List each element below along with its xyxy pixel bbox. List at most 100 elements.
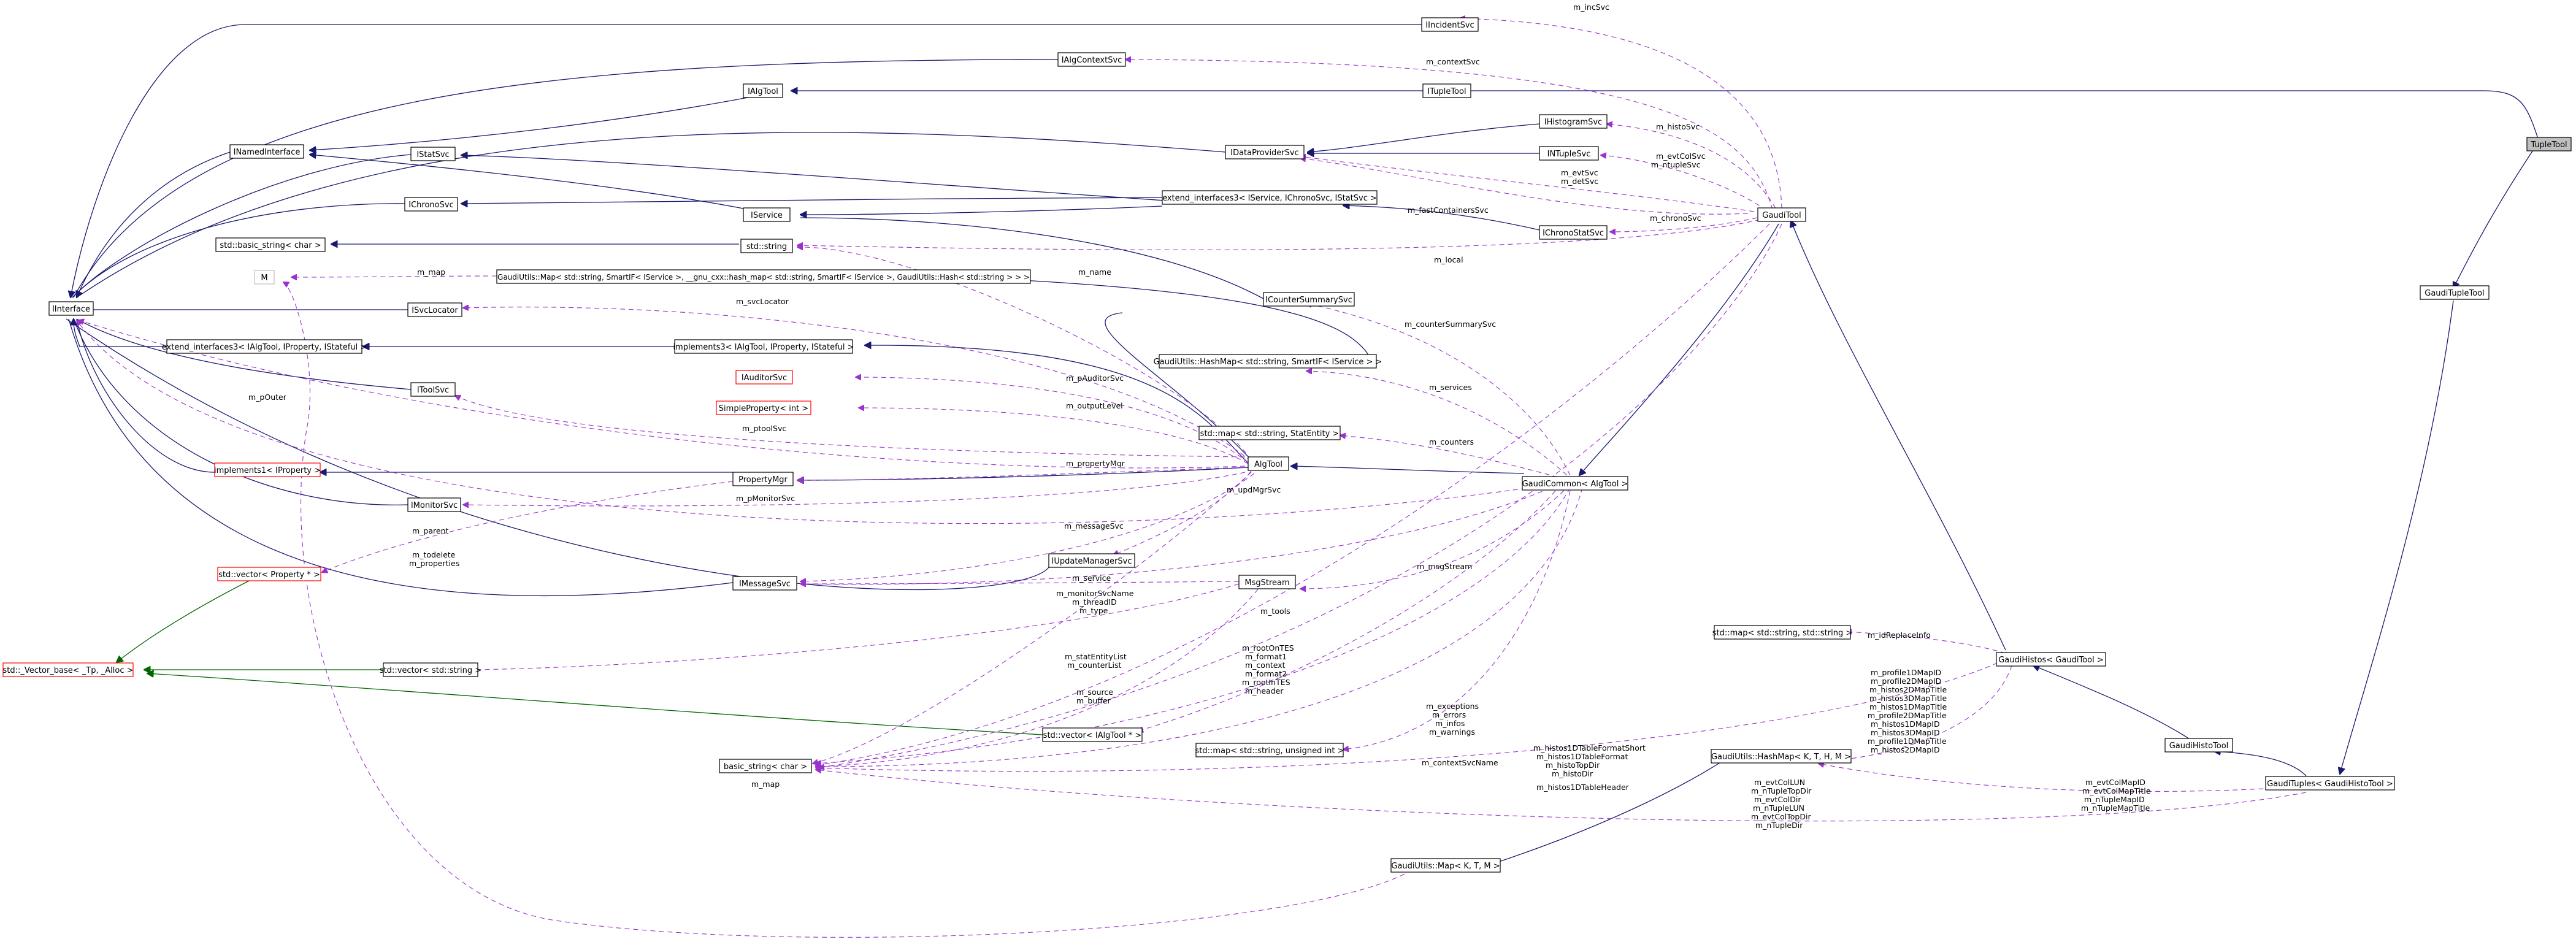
node-imessagesvc[interactable]: IMessageSvc (732, 576, 797, 591)
use-todelete (322, 481, 734, 572)
node-ialgcontextsvc[interactable]: IAlgContextSvc (1057, 52, 1126, 67)
node-extend3-prop[interactable]: extend_interfaces3< IAlgTool, IProperty,… (162, 339, 367, 354)
node-iupdatemanagersvc[interactable]: IUpdateManagerSvc (1048, 553, 1135, 568)
node-label: IStatSvc (416, 150, 449, 159)
use-map-M (291, 276, 497, 277)
node-icountersummarysvc[interactable]: ICounterSummarySvc (1263, 292, 1355, 307)
edge-label: m_format1 (1245, 652, 1287, 661)
edge-label: m_evtColTopDir (1751, 812, 1811, 821)
edge-label: m_nTupleMapTitle (2081, 803, 2150, 813)
node-istatsvc[interactable]: IStatSvc (410, 147, 456, 161)
use-pauditor (856, 377, 1249, 464)
use-histos1d (816, 659, 2006, 772)
node-gaudihistos[interactable]: GaudiHistos< GaudiTool > (1996, 652, 2106, 667)
edge-label: m_exceptions (1426, 702, 1479, 711)
edge-label: m_map (417, 267, 445, 277)
use-gauditool-updmgr (819, 223, 1782, 768)
edge-iincident-iinterface (71, 24, 1423, 297)
edge-icountersum-iservice (800, 217, 1264, 299)
edge-label: m_counters (1429, 437, 1474, 446)
use-exceptions (1343, 490, 1571, 749)
edge-algtool-propertymgr (797, 467, 1249, 480)
node-std-vector-property[interactable]: std::vector< Property * > (217, 567, 321, 581)
node-extend3-stat[interactable]: extend_interfaces3< IService, IChronoSvc… (1162, 190, 1378, 205)
usage-edges (77, 18, 2307, 938)
node-gaudiutilsmap-ktm[interactable]: GaudiUtils::Map< K, T, M > (1390, 858, 1501, 873)
node-basic-string-char2[interactable]: basic_string< char > (719, 759, 812, 773)
node-label: TupleTool (2530, 140, 2567, 150)
nodes: TupleTool GaudiTupleTool GaudiTuples< Ga… (2, 17, 2572, 873)
node-inamedinterface[interactable]: INamedInterface (229, 144, 304, 159)
edge-label: m_evtColSvc (1656, 151, 1706, 161)
node-ituple[interactable]: ITupleTool (1422, 83, 1471, 98)
edge-label: m_histos1DTableFormatShort (1533, 743, 1646, 753)
node-isvclocator[interactable]: ISvcLocator (407, 302, 462, 317)
node-gaudicommon[interactable]: GaudiCommon< AlgTool > (1522, 476, 1628, 491)
node-gauditupls[interactable]: GaudiTuples< GaudiHistoTool > (2265, 776, 2395, 791)
node-iservice[interactable]: IService (743, 207, 791, 222)
use-svclocator (463, 307, 1252, 462)
use-fastcontainers (1300, 158, 1749, 215)
edge-label: m_contextSvc (1426, 57, 1480, 66)
node-iauditorsvc[interactable]: IAuditorSvc (735, 370, 793, 385)
node-gaudihistotool[interactable]: GaudiHistoTool (2164, 738, 2233, 753)
node-std-vector-string[interactable]: std::vector< std::string > (380, 662, 481, 677)
edge-label: m_format2 (1245, 669, 1287, 678)
node-itoolsvc[interactable]: IToolSvc (410, 382, 456, 397)
node-label: basic_string< char > (724, 762, 807, 772)
edge-label: m_pAuditorSvc (1066, 373, 1124, 383)
node-std-string[interactable]: std::string (740, 239, 793, 253)
use-statentitylist (467, 583, 1240, 670)
node-label: std::basic_string< char > (220, 241, 321, 250)
node-std-map-statentity[interactable]: std::map< std::string, StatEntity > (1198, 426, 1341, 440)
node-basic-string-char[interactable]: std::basic_string< char > (215, 237, 326, 252)
node-gauditool[interactable]: GaudiTool (1757, 207, 1806, 222)
edge-label: m_ptoolSvc (742, 424, 786, 433)
use-map-bottom (283, 282, 1405, 938)
use-messagesvc2 (800, 484, 1558, 584)
node-label: ITupleTool (1427, 87, 1466, 96)
node-gauditupletool[interactable]: GaudiTupleTool (2420, 285, 2490, 300)
edge-algtool-implements3 (865, 345, 1249, 464)
node-implements1[interactable]: implements1< IProperty > (214, 462, 321, 477)
node-simpleproperty[interactable]: SimpleProperty< int > (716, 400, 811, 415)
node-m[interactable]: M (254, 270, 275, 285)
edge-label: m_histoSvc (1656, 122, 1700, 131)
node-hashmap-kthm[interactable]: GaudiUtils::HashMap< K, T, H, M > (1711, 749, 1852, 764)
use-tools (1138, 484, 1562, 731)
node-vector-base[interactable]: std::_Vector_base< _Tp, _Alloc > (2, 662, 134, 677)
node-imonitorsvc[interactable]: IMonitorSvc (407, 497, 461, 512)
node-implements3[interactable]: implements3< IAlgTool, IProperty, IState… (673, 339, 854, 354)
edge-label: m_histos1DMapID (1871, 719, 1940, 729)
node-intuplesvc[interactable]: INTupleSvc (1539, 146, 1599, 161)
node-iincidentsvc[interactable]: IIncidentSvc (1421, 17, 1479, 32)
node-idataprovidersvc[interactable]: IDataProviderSvc (1225, 145, 1305, 159)
edge-label: m_context (1245, 661, 1286, 670)
use-pouter (79, 320, 1246, 469)
edge-label: m_evtColMapID (2085, 778, 2145, 787)
node-std-map-string-string[interactable]: std::map< std::string, std::string > (1712, 625, 1852, 640)
node-msgstream[interactable]: MsgStream (1238, 575, 1296, 589)
node-std-vector-ialgtool[interactable]: std::vector< IAlgTool * > (1042, 727, 1143, 742)
edge-extend3stat-iservice (800, 205, 1163, 215)
node-label: IInterface (52, 305, 90, 314)
node-hashmap-smartif[interactable]: GaudiUtils::HashMap< std::string, SmartI… (1154, 354, 1382, 369)
node-ihistogramsvc[interactable]: IHistogramSvc (1539, 114, 1608, 129)
node-gaudiutilsmap-smartif[interactable]: GaudiUtils::Map< std::string, SmartIF< I… (496, 269, 1031, 284)
use-msgstream (1300, 484, 1571, 589)
node-iinterface[interactable]: IInterface (48, 301, 94, 316)
edge-ialgtool-inamed (310, 96, 752, 150)
node-ichronosvc[interactable]: IChronoSvc (404, 197, 458, 212)
node-algtool[interactable]: AlgTool (1248, 456, 1289, 471)
edge-gaudiutilsmapsmart-hashmapsmart (818, 272, 1371, 359)
node-propertymgr[interactable]: PropertyMgr (732, 472, 794, 486)
node-std-map-unsigned[interactable]: std::map< std::string, unsigned int > (1195, 743, 1344, 757)
edge-label: m_evtSvc (1561, 168, 1598, 177)
node-ichronostatsvc[interactable]: IChronoStatSvc (1539, 225, 1608, 240)
node-label: GaudiHistos< GaudiTool > (1998, 656, 2104, 665)
edge-label: m_counterSummarySvc (1405, 320, 1496, 329)
edge-label: m_type (1079, 606, 1108, 615)
node-ialgtool[interactable]: IAlgTool (743, 83, 783, 98)
node-tupletool[interactable]: TupleTool (2526, 137, 2572, 151)
